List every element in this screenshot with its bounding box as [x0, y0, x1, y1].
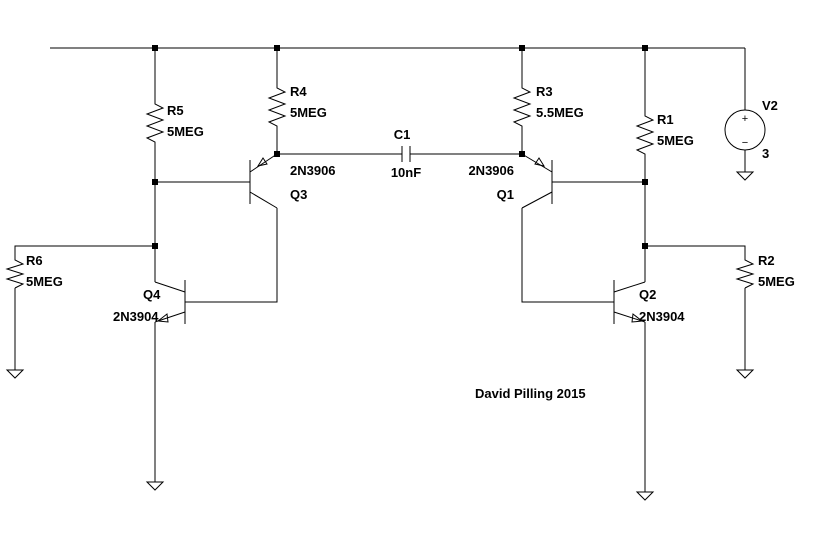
r3-resistor-symbol: [512, 82, 532, 128]
junction-dot: [642, 45, 648, 51]
r4-value-label: 5MEG: [290, 105, 327, 120]
r3-ref-label: R3: [536, 84, 553, 99]
c1-ref-label: C1: [394, 127, 411, 142]
r2-resistor-symbol: [735, 256, 755, 289]
q1-collector-q2-base-wire: [521, 208, 614, 303]
v2-minus-sign: −: [742, 137, 748, 149]
v2-voltage-source-symbol: [724, 109, 766, 151]
r1-ref-label: R1: [657, 112, 674, 127]
q2-npn-transistor-symbol: [613, 280, 646, 324]
q3-ref-label: Q3: [290, 187, 307, 202]
r6-top-wire: [14, 245, 155, 256]
junction-dot: [152, 243, 158, 249]
author-note: David Pilling 2015: [475, 386, 586, 401]
r5-value-label: 5MEG: [167, 124, 204, 139]
q1-model-label: 2N3906: [468, 163, 514, 178]
q4-model-label: 2N3904: [113, 309, 159, 324]
junction-dot: [519, 45, 525, 51]
r6-resistor-symbol: [5, 256, 25, 289]
r1-resistor-symbol: [635, 110, 655, 156]
junction-dot: [274, 45, 280, 51]
junction-dot: [152, 45, 158, 51]
r2-ref-label: R2: [758, 253, 775, 268]
junction-dot: [642, 243, 648, 249]
c1-value-label: 10nF: [391, 165, 421, 180]
r5-ref-label: R5: [167, 103, 184, 118]
r2-value-label: 5MEG: [758, 274, 795, 289]
ground-symbol-q2: [635, 491, 655, 501]
v2-plus-sign: +: [742, 113, 748, 125]
r1-value-label: 5MEG: [657, 133, 694, 148]
junction-dot: [152, 179, 158, 185]
ground-symbol-r6: [5, 369, 25, 379]
c1-capacitor-symbol: [401, 146, 411, 162]
r4-resistor-symbol: [267, 82, 287, 128]
r3-value-label: 5.5MEG: [536, 105, 584, 120]
v2-ref-label: V2: [762, 98, 778, 113]
q1-ref-label: Q1: [497, 187, 514, 202]
junctions: [152, 45, 648, 249]
r2-top-wire: [645, 245, 746, 256]
q3-pnp-transistor-symbol: [249, 153, 278, 209]
q3-model-label: 2N3906: [290, 163, 336, 178]
q4-ref-label: Q4: [143, 287, 161, 302]
q3-collector-q4-base-wire: [185, 208, 278, 303]
ground-symbol-q4: [145, 481, 165, 491]
q1-pnp-transistor-symbol: [521, 153, 553, 209]
ground-symbol-v2: [735, 171, 755, 181]
q3-emitter-c1-wire: [276, 128, 402, 155]
r4-ref-label: R4: [290, 84, 307, 99]
c1-q1-emitter-wire: [410, 128, 523, 155]
r6-ref-label: R6: [26, 253, 43, 268]
q4-npn-transistor-symbol: [154, 280, 186, 324]
ground-symbol-r2: [735, 369, 755, 379]
q2-ref-label: Q2: [639, 287, 656, 302]
q2-model-label: 2N3904: [639, 309, 685, 324]
wires: [14, 47, 746, 492]
junction-dot: [642, 179, 648, 185]
r6-value-label: 5MEG: [26, 274, 63, 289]
r5-resistor-symbol: [145, 98, 165, 144]
v2-value-label: 3: [762, 146, 769, 161]
